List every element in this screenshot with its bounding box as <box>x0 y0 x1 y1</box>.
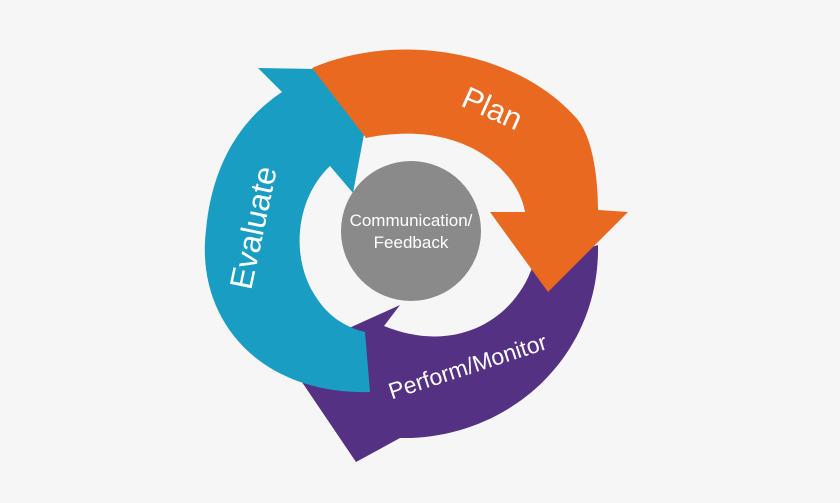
hub-label-line2: Feedback <box>374 233 449 252</box>
plan-arrow <box>312 49 628 292</box>
perform-monitor-arrow <box>285 245 599 462</box>
evaluate-arrow <box>204 68 376 393</box>
hub-circle <box>341 161 481 301</box>
hub-label-line1: Communication/ <box>350 211 473 230</box>
